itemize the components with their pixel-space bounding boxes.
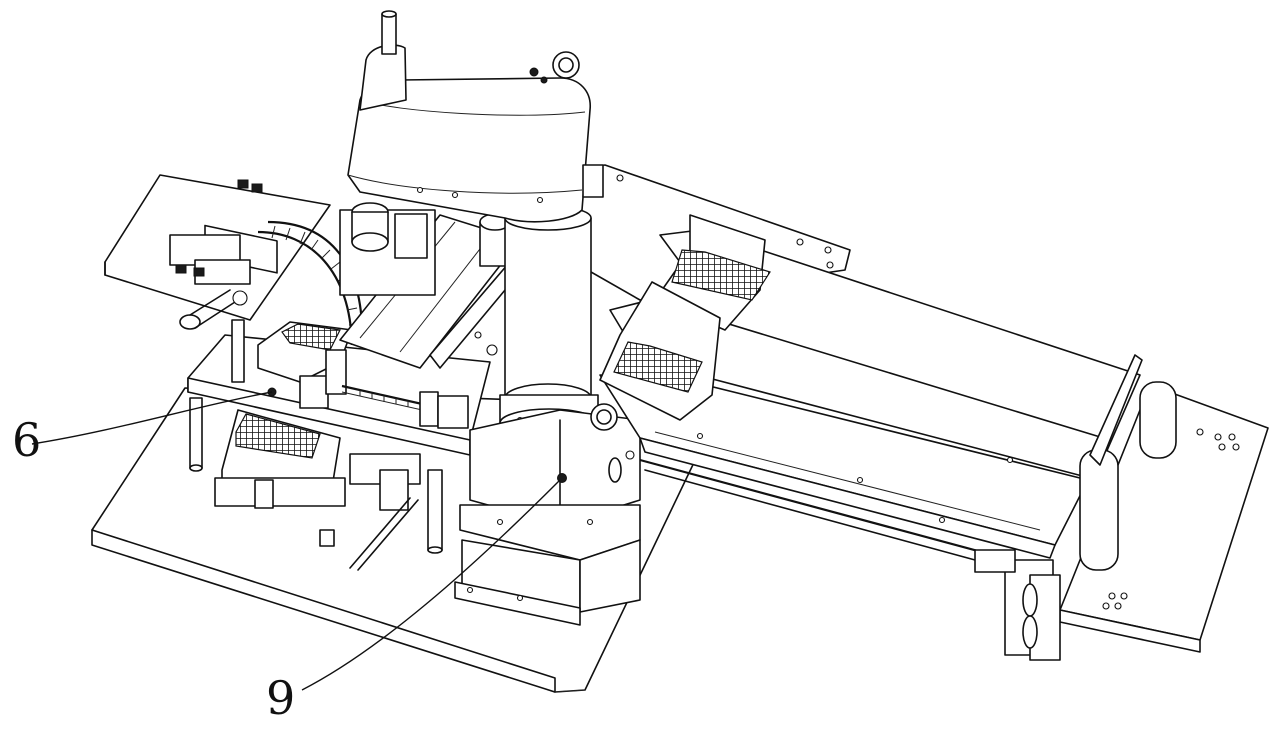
callout-9-label: 9: [266, 671, 295, 725]
tray-holder-lower: [599, 281, 721, 421]
pneumatic-valve-block: [169, 179, 278, 330]
callout-9-leader: [301, 479, 561, 691]
callout-6-leader: [31, 391, 273, 445]
callout-6-label: 6: [12, 413, 41, 467]
robot-pedestal: [454, 403, 641, 626]
tray-carrier: [257, 321, 353, 409]
right-base-plate: [1059, 384, 1269, 653]
rear-gripper-unit: [339, 202, 511, 296]
lead-screw: [341, 384, 469, 429]
lower-tray-rack: [214, 409, 421, 571]
